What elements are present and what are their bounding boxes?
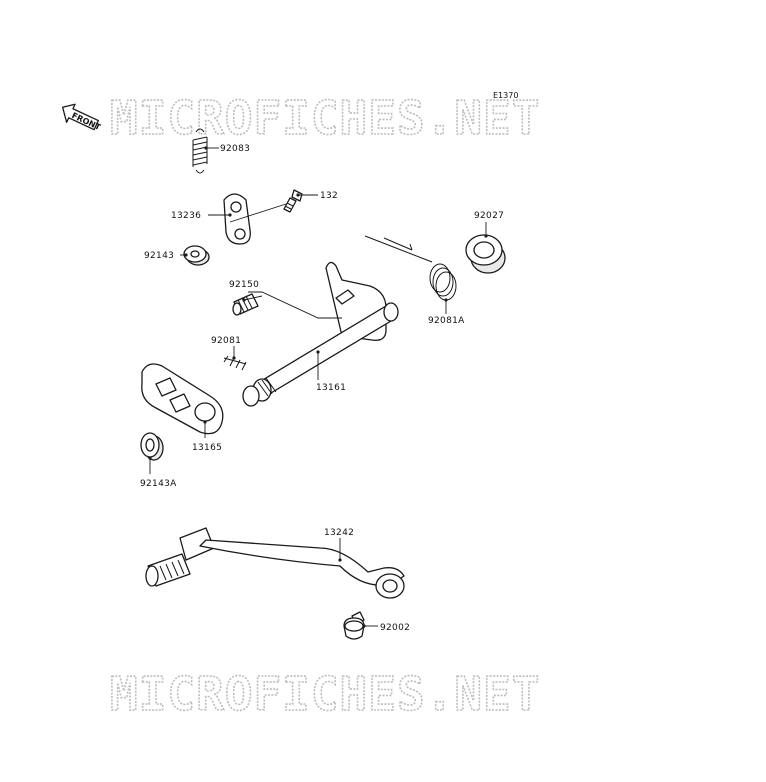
leader-dots bbox=[148, 146, 488, 628]
part-label-92150: 92150 bbox=[229, 280, 259, 290]
front-label: FRONT bbox=[70, 111, 102, 132]
part-label-13242: 13242 bbox=[324, 528, 354, 538]
plate-13236-icon bbox=[223, 193, 251, 245]
part-label-92143a: 92143A bbox=[140, 479, 177, 489]
watermark-top: MICROFICHES.NET bbox=[110, 91, 540, 145]
pin-92150-icon bbox=[232, 293, 259, 316]
part-label-13161: 13161 bbox=[316, 383, 346, 393]
washer-92143-icon bbox=[183, 245, 210, 266]
bolt-92002-icon bbox=[343, 611, 365, 640]
part-label-92081a: 92081A bbox=[428, 316, 465, 326]
part-label-92143: 92143 bbox=[144, 251, 174, 261]
spring-92081-icon bbox=[223, 355, 247, 371]
part-label-132: 132 bbox=[320, 191, 338, 201]
shift-shaft-13161-icon bbox=[242, 261, 399, 407]
part-label-92081: 92081 bbox=[211, 336, 241, 346]
bolt-132-icon bbox=[283, 189, 303, 213]
part-label-92002: 92002 bbox=[380, 623, 410, 633]
part-label-92083: 92083 bbox=[220, 144, 250, 154]
part-label-13165: 13165 bbox=[192, 443, 222, 453]
spring-92083-icon bbox=[192, 128, 208, 174]
washer-92143a-icon bbox=[140, 432, 164, 461]
watermark-bottom: MICROFICHES.NET bbox=[110, 667, 540, 721]
collar-92027-icon bbox=[465, 234, 506, 274]
front-arrow-icon: FRONT bbox=[61, 103, 102, 132]
part-label-92027: 92027 bbox=[474, 211, 504, 221]
plate-13165-icon bbox=[141, 363, 224, 435]
diagram-ref-code: E1370 bbox=[493, 91, 518, 100]
part-label-13236: 13236 bbox=[171, 211, 201, 221]
leader-lines bbox=[149, 147, 487, 627]
shift-pedal-13242-icon bbox=[145, 527, 405, 599]
